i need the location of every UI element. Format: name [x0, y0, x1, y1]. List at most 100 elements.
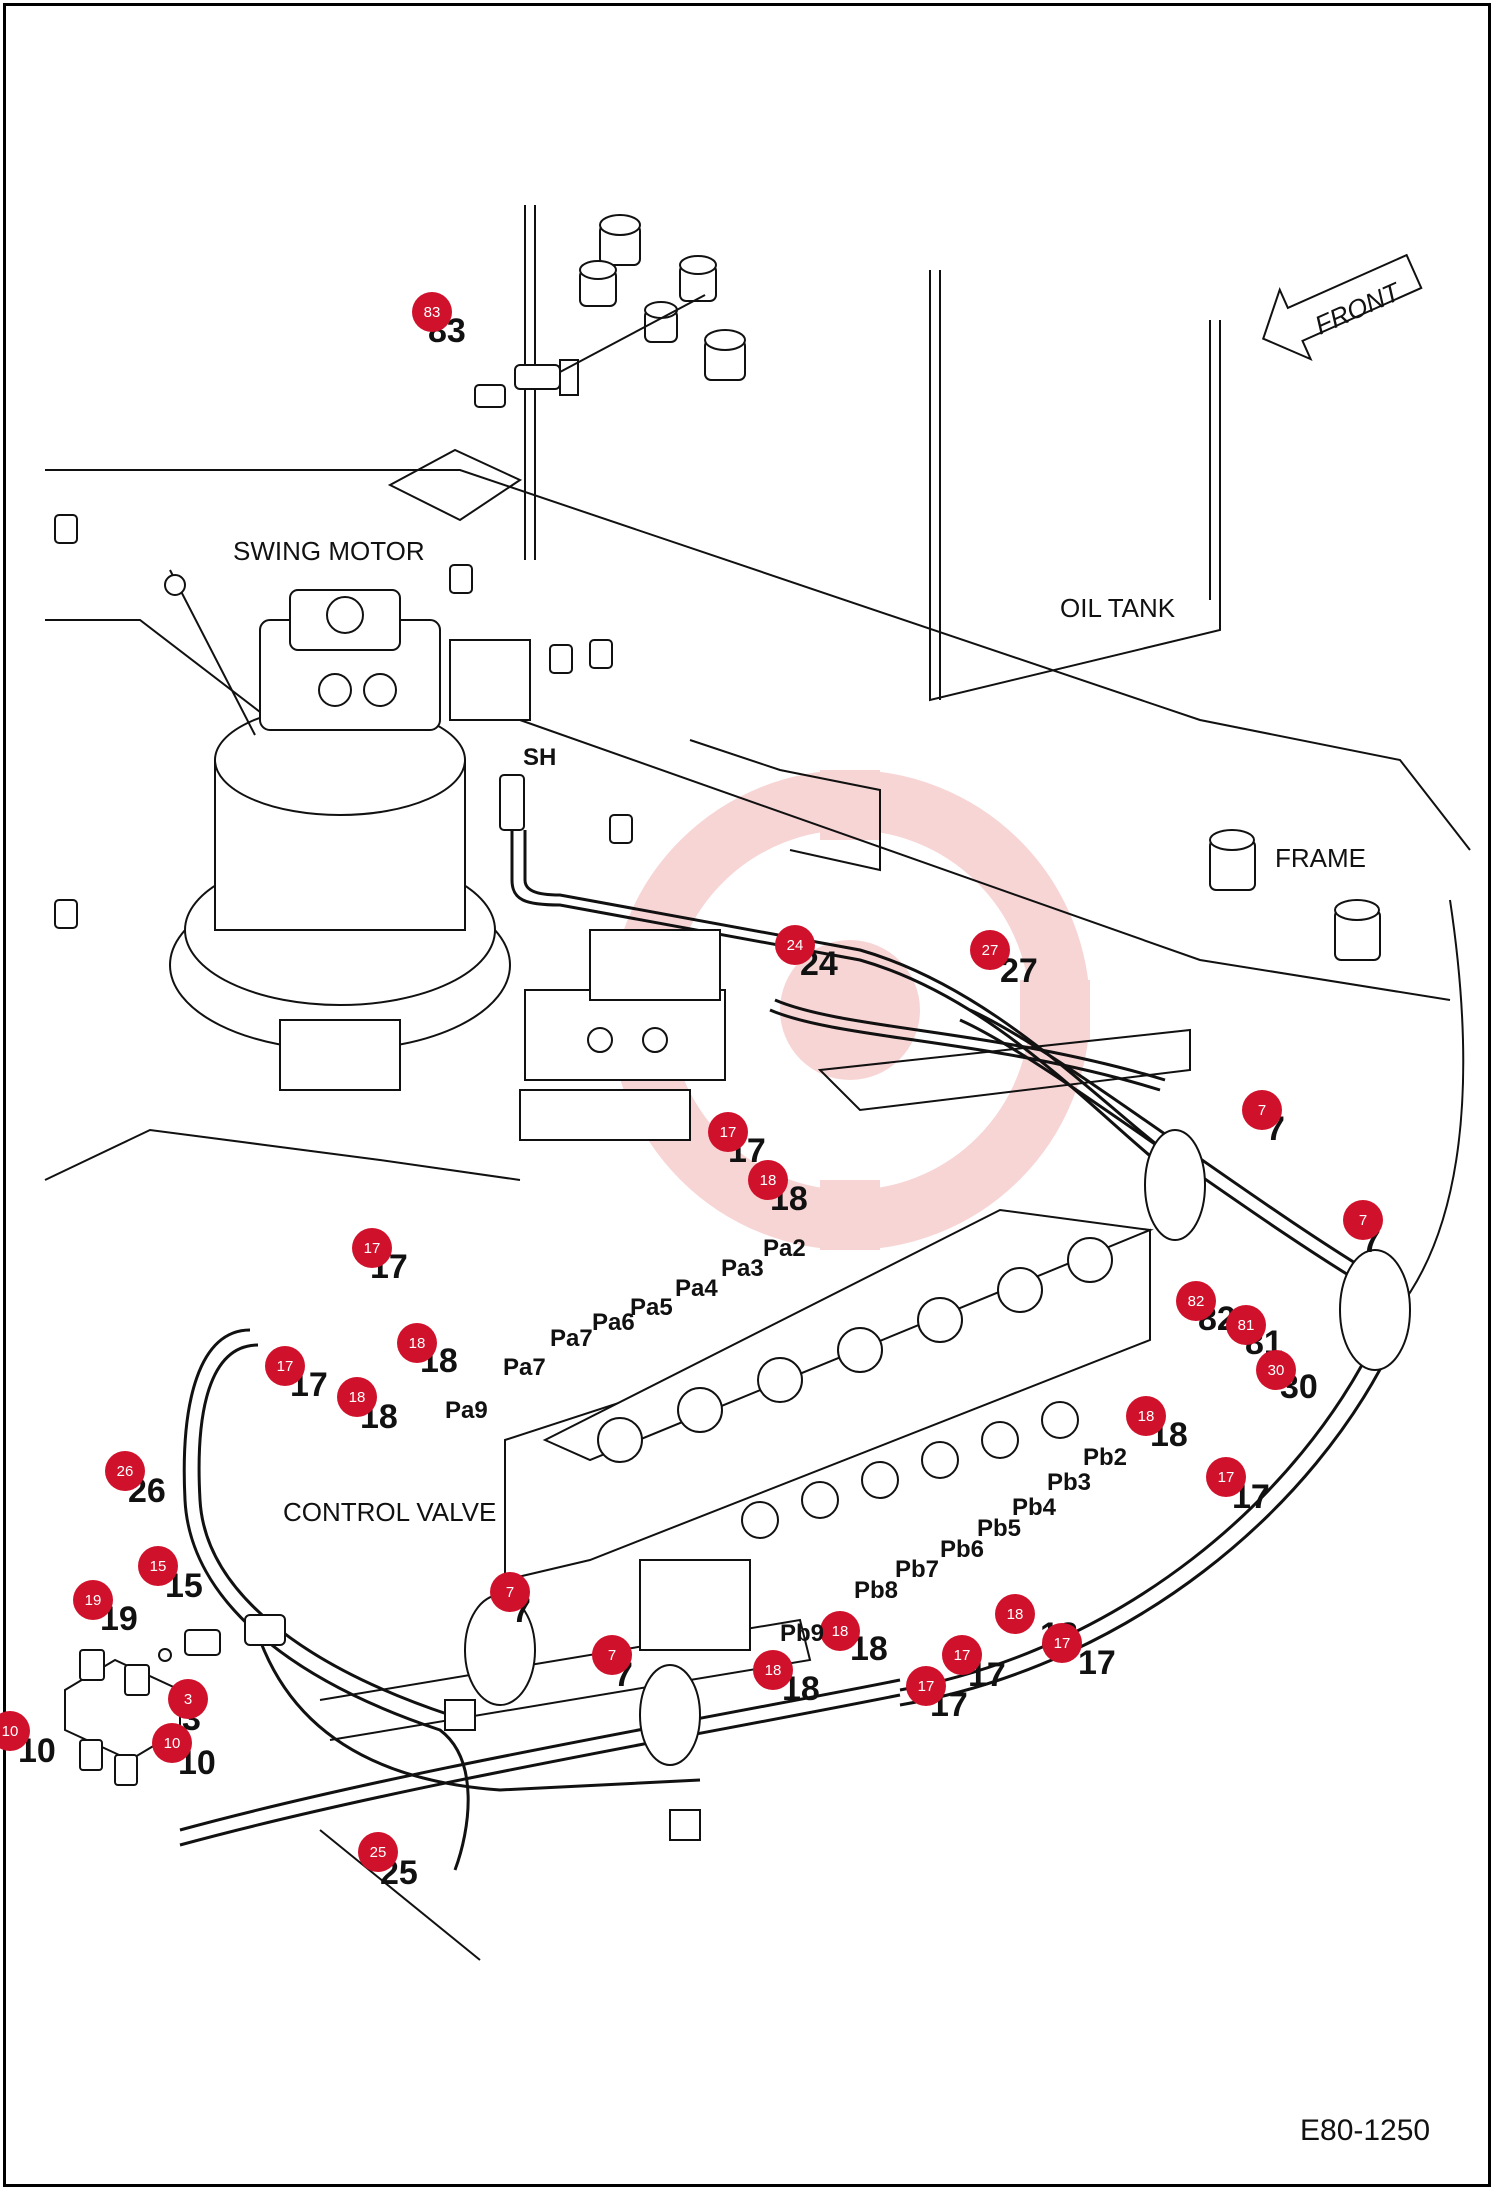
- callout-badge-82[interactable]: 82: [1176, 1281, 1216, 1321]
- port-pb9: Pb9: [780, 1620, 824, 1647]
- oil-tank-label: OIL TANK: [1060, 593, 1176, 623]
- port-pb2: Pb2: [1083, 1444, 1127, 1471]
- callout-badge-label-26: 26: [117, 1463, 134, 1480]
- callout-badge-26[interactable]: 26: [105, 1451, 145, 1491]
- callout-badge-label-18b: 18: [409, 1335, 426, 1352]
- callout-badge-25[interactable]: 25: [358, 1832, 398, 1872]
- callout-badge-10a[interactable]: 10: [0, 1711, 30, 1751]
- port-pa4: Pa4: [675, 1275, 718, 1302]
- callout-badge-30[interactable]: 30: [1256, 1350, 1296, 1390]
- callout-badge-label-18f: 18: [832, 1623, 849, 1640]
- port-pa7-upper: Pa7: [550, 1325, 593, 1352]
- hose-clamps: [444, 1129, 1411, 1841]
- callout-badge-17f[interactable]: 17: [942, 1635, 982, 1675]
- fitting-15-19: [158, 1614, 286, 1662]
- callout-badge-label-3: 3: [184, 1691, 192, 1708]
- callout-badge-label-17a: 17: [720, 1124, 737, 1141]
- frame-label: FRAME: [1275, 843, 1366, 873]
- port-pa9: Pa9: [445, 1397, 488, 1424]
- callout-badge-label-17g: 17: [918, 1678, 935, 1695]
- front-arrow-icon: [1261, 253, 1423, 362]
- callout-badge-17e[interactable]: 17: [1042, 1623, 1082, 1663]
- frame-bosses: [54, 514, 1381, 961]
- callout-badge-label-83: 83: [424, 304, 441, 321]
- hose-sh: [499, 774, 1191, 1182]
- part-number-17e: 17: [1078, 1644, 1116, 1682]
- callout-badge-label-81: 81: [1238, 1317, 1255, 1334]
- pilot-valve-block: [519, 929, 726, 1141]
- callout-badge-label-25: 25: [370, 1844, 387, 1861]
- callout-badge-label-19: 19: [85, 1592, 102, 1609]
- drawing-frame: [3, 3, 1491, 2187]
- control-valve: [504, 1208, 1154, 1651]
- callout-badge-label-18e: 18: [1007, 1606, 1024, 1623]
- callout-badge-18d[interactable]: 18: [1126, 1396, 1166, 1436]
- bushings: [579, 214, 746, 381]
- callout-badge-3[interactable]: 3: [168, 1679, 208, 1719]
- callout-badge-label-17e: 17: [1054, 1635, 1071, 1652]
- callout-badge-10b[interactable]: 10: [152, 1723, 192, 1763]
- callout-badge-18a[interactable]: 18: [748, 1160, 788, 1200]
- port-pb4: Pb4: [1012, 1494, 1057, 1521]
- callout-badge-17c[interactable]: 17: [265, 1346, 305, 1386]
- port-pa5: Pa5: [630, 1294, 673, 1321]
- callout-badge-label-17c: 17: [277, 1358, 294, 1375]
- port-pa6: Pa6: [592, 1309, 635, 1336]
- callout-badge-label-24: 24: [787, 937, 804, 954]
- callout-badge-19[interactable]: 19: [73, 1580, 113, 1620]
- fitting-83: [474, 294, 706, 408]
- callout-badge-label-15: 15: [150, 1558, 167, 1575]
- callout-badge-label-7d: 7: [608, 1647, 616, 1664]
- callout-badge-18e[interactable]: 18: [995, 1594, 1035, 1634]
- callout-badge-7b[interactable]: 7: [1343, 1200, 1383, 1240]
- port-pa2: Pa2: [763, 1235, 806, 1262]
- callout-badge-label-18g: 18: [765, 1662, 782, 1679]
- callout-badge-15[interactable]: 15: [138, 1546, 178, 1586]
- callout-badge-label-10b: 10: [164, 1735, 181, 1752]
- swing-motor-label: SWING MOTOR: [233, 536, 425, 566]
- block-3: [64, 1649, 181, 1786]
- port-pb7: Pb7: [895, 1556, 939, 1583]
- port-pb3: Pb3: [1047, 1469, 1091, 1496]
- callout-badge-18f[interactable]: 18: [820, 1611, 860, 1651]
- callout-badge-label-30: 30: [1268, 1362, 1285, 1379]
- port-pb6: Pb6: [940, 1536, 984, 1563]
- port-pa3: Pa3: [721, 1255, 764, 1282]
- drawing-reference: E80-1250: [1300, 2114, 1430, 2147]
- port-pa7-lower: Pa7: [503, 1354, 546, 1381]
- callout-badge-label-18a: 18: [760, 1172, 777, 1189]
- callout-badge-17b[interactable]: 17: [352, 1228, 392, 1268]
- frame-outline: [44, 448, 1471, 1961]
- swing-motor: [164, 569, 531, 1091]
- callout-badge-label-18c: 18: [349, 1389, 366, 1406]
- callout-badge-7c[interactable]: 7: [490, 1572, 530, 1612]
- callout-badge-18b[interactable]: 18: [397, 1323, 437, 1363]
- callout-badge-17d[interactable]: 17: [1206, 1457, 1246, 1497]
- callout-badge-83[interactable]: 83: [412, 292, 452, 332]
- hose-24: [769, 998, 1166, 1092]
- callout-badge-81[interactable]: 81: [1226, 1305, 1266, 1345]
- callout-badge-17g[interactable]: 17: [906, 1666, 946, 1706]
- callout-badge-7d[interactable]: 7: [592, 1635, 632, 1675]
- callout-badge-17a[interactable]: 17: [708, 1112, 748, 1152]
- callout-badge-24[interactable]: 24: [775, 925, 815, 965]
- callout-badge-18c[interactable]: 18: [337, 1377, 377, 1417]
- callout-badge-label-82: 82: [1188, 1293, 1205, 1310]
- port-pb5: Pb5: [977, 1515, 1021, 1542]
- callout-badge-18g[interactable]: 18: [753, 1650, 793, 1690]
- callout-badge-27[interactable]: 27: [970, 930, 1010, 970]
- callout-badge-label-7b: 7: [1359, 1212, 1367, 1229]
- hose-26: [182, 1328, 470, 1871]
- callout-badge-7a[interactable]: 7: [1242, 1090, 1282, 1130]
- callout-badge-label-7c: 7: [506, 1584, 514, 1601]
- callout-badge-label-17b: 17: [364, 1240, 381, 1257]
- callout-badge-label-27: 27: [982, 942, 999, 959]
- sh-port-label: SH: [523, 744, 556, 771]
- oil-tank-outline: [524, 205, 1221, 702]
- hose-25: [179, 1329, 1397, 1847]
- port-pb8: Pb8: [854, 1577, 898, 1604]
- callout-badge-label-17f: 17: [954, 1647, 971, 1664]
- valve-spools: [597, 1237, 1113, 1539]
- callout-badge-label-18d: 18: [1138, 1408, 1155, 1425]
